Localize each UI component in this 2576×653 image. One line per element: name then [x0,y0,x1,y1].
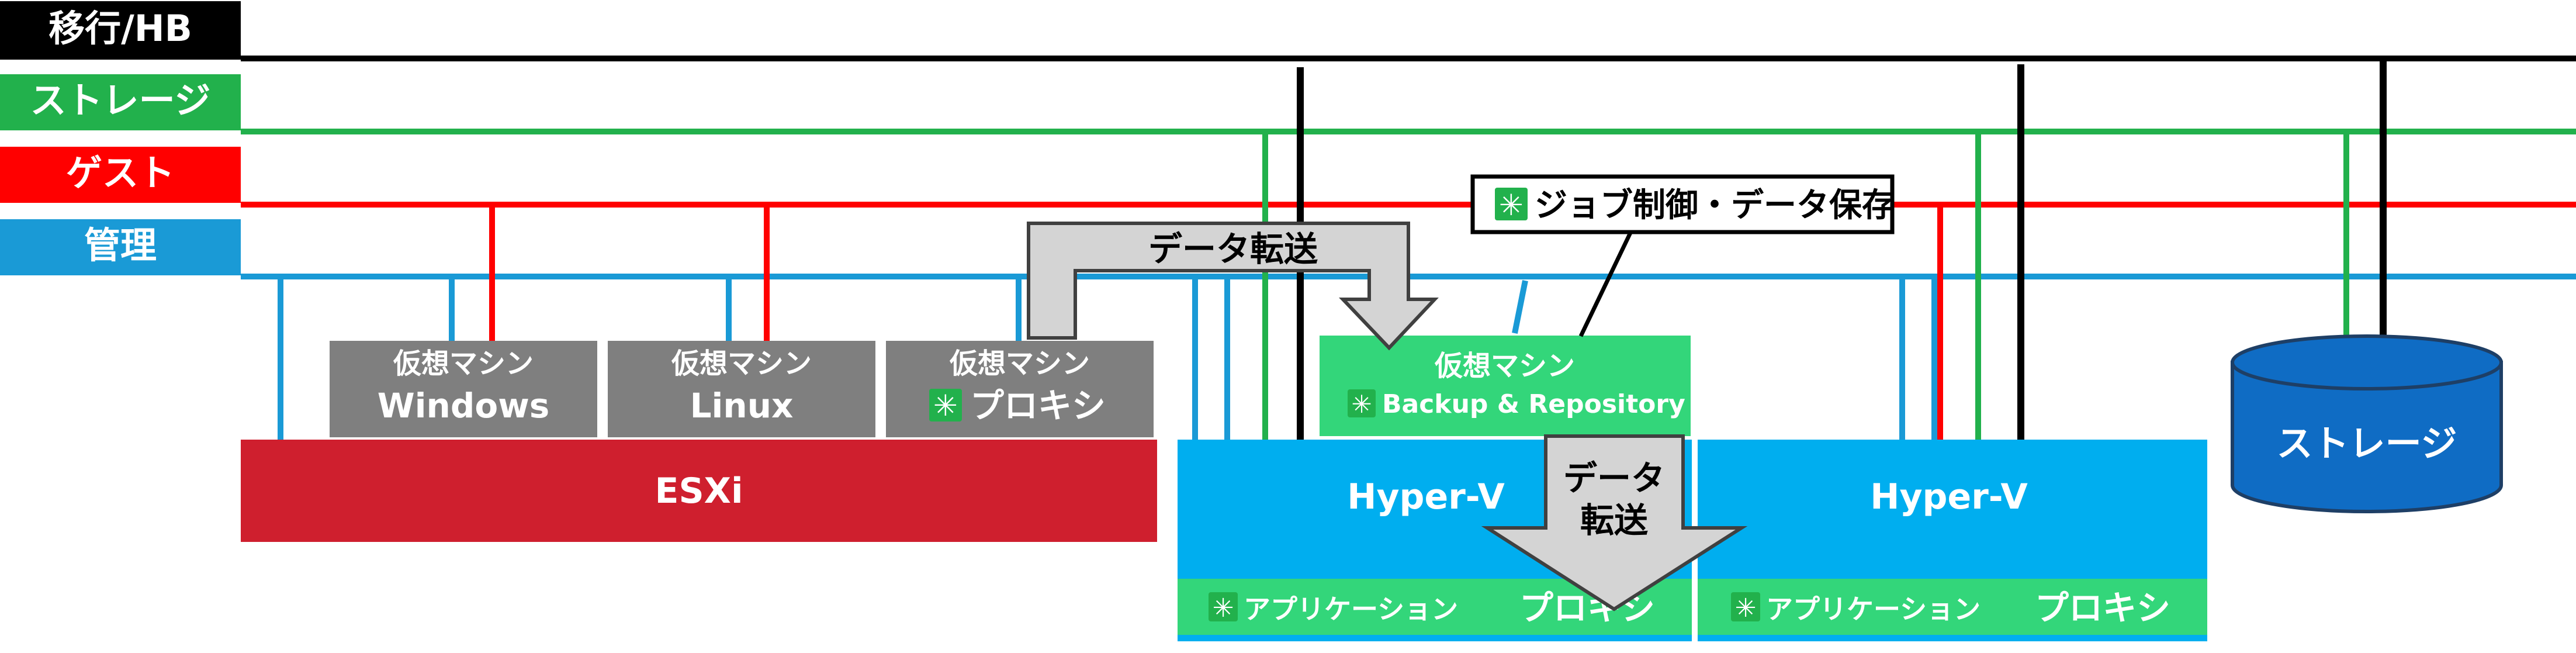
data-transfer-arrow-2: データ 転送 [1481,434,1748,611]
callout-text: ジョブ制御・データ保存 [1535,186,1895,224]
esxi-host [241,440,1157,542]
vm-proxy-name: プロキシ [970,386,1106,426]
asterisk-badge-icon: ✳ [1348,389,1376,419]
vm-proxy-title: 仮想マシン [949,347,1090,380]
network-label-management-bg [0,219,241,275]
data-transfer-arrow-1: データ転送 [1027,222,1439,351]
vm-linux-title: 仮想マシン [671,347,812,380]
network-label-storage: ストレージ [30,79,211,122]
esxi-label: ESXi [655,471,743,512]
network-label-guest: ゲスト [66,151,175,194]
vm-proxy: 仮想マシン ✳ プロキシ [886,341,1154,437]
vm-windows: 仮想マシン Windows [330,341,597,437]
svg-text:✳: ✳ [1499,188,1524,222]
asterisk-badge-icon: ✳ [1209,592,1238,623]
data-transfer-label-2a: データ [1563,458,1665,498]
hyperv-host-1: Hyper-V ✳ アプリケーション プロキシ [1178,440,1692,641]
hyperv-2-app-bar [1698,579,2207,635]
hyperv-2-app-label: アプリケーション [1766,593,1981,625]
vbr-name: Backup & Repository [1382,389,1685,419]
vm-linux-name: Linux [690,386,794,426]
storage-cylinder: ストレージ [2231,334,2503,513]
hyperv-host-2: Hyper-V ✳ アプリケーション プロキシ [1698,440,2207,641]
network-label-guest-bg [0,147,241,203]
network-label-management: 管理 [84,224,157,267]
svg-text:✳: ✳ [933,389,958,423]
vm-linux: 仮想マシン Linux [608,341,875,437]
storage-label: ストレージ [2277,422,2457,465]
callout-job-control: ✳ ジョブ制御・データ保存 [1470,174,1895,234]
asterisk-badge-icon: ✳ [1731,592,1760,623]
svg-text:✳: ✳ [1735,593,1757,623]
vm-backup-repository: 仮想マシン ✳ Backup & Repository [1320,336,1691,436]
network-label-migration: 移行/HB [49,7,192,50]
hyperv-2-label: Hyper-V [1870,476,2028,517]
callout-leader-line [1578,232,1633,337]
hyperv-1-label: Hyper-V [1347,476,1505,517]
asterisk-badge-icon: ✳ [1495,188,1528,222]
vbr-title: 仮想マシン [1434,350,1575,382]
network-drops [278,58,2387,440]
hyperv-1-app-label: アプリケーション [1244,593,1458,625]
vm-windows-title: 仮想マシン [393,347,534,380]
svg-text:✳: ✳ [1213,593,1234,623]
network-label-storage-bg [0,74,241,130]
svg-text:✳: ✳ [1351,390,1372,419]
asterisk-badge-icon: ✳ [929,389,962,423]
data-transfer-label-2b: 転送 [1580,500,1648,540]
network-label-migration-bg [0,1,241,60]
hyperv-2-proxy-label: プロキシ [2035,588,2170,628]
vm-windows-name: Windows [378,386,550,426]
data-transfer-label-1: データ転送 [1148,229,1318,269]
